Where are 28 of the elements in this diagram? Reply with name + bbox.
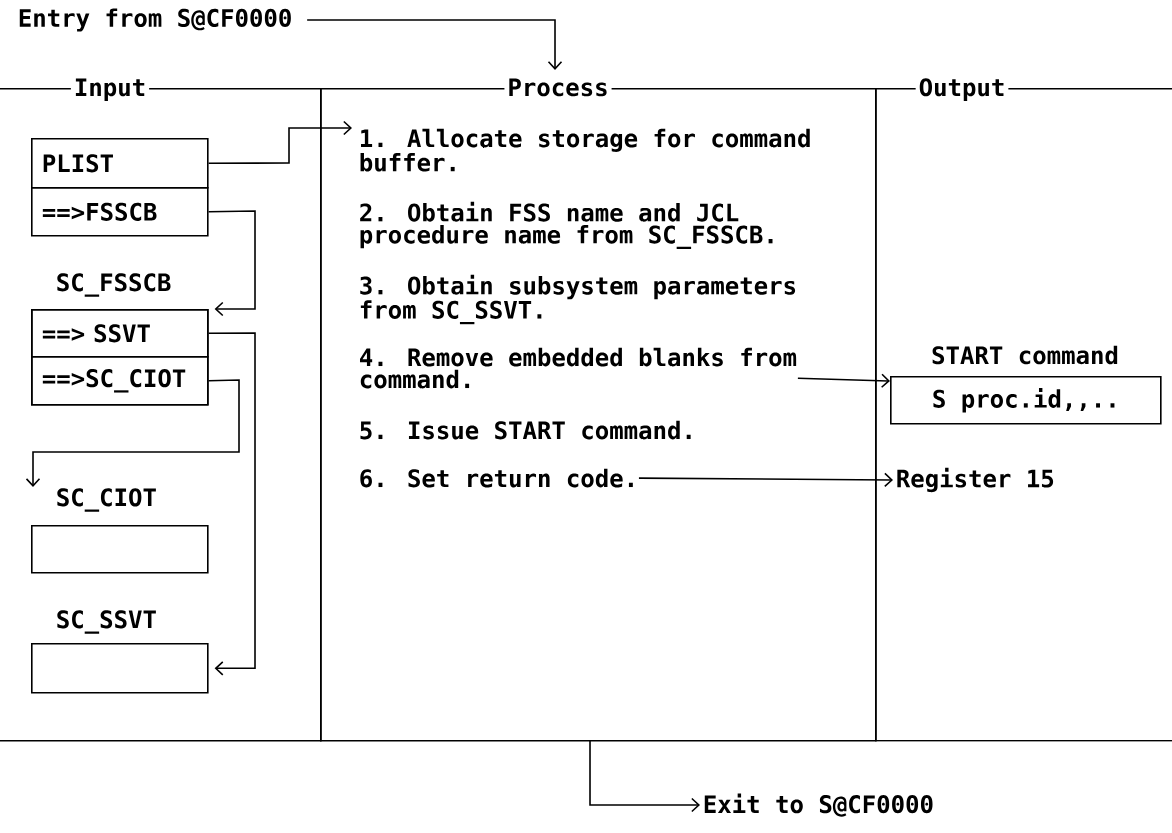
field-cell: ==> SSVT [31,309,209,358]
label-text: Entry from S@CF0000 [19,8,291,32]
field-cell: ==>FSSCB [31,187,209,237]
label-text: Exit to S@CF0000 [704,793,933,817]
arrow [589,739,700,813]
arrow [207,332,256,676]
arrow [306,19,563,70]
arrow [207,120,352,165]
output-box: START command S proc.id,,.. [890,345,1162,425]
node-label: START command [932,345,1118,365]
node-label: SC_SSVT [57,610,156,634]
step-text: 6. Set return code. [360,468,633,488]
step-text: 1. Allocate storage for command buffer. [360,128,810,172]
label-text: Register 15 [897,467,1054,493]
node-label: SC_CIOT [57,488,156,512]
node-label: SC_FSSCB [57,273,171,297]
arrow [638,472,893,488]
step-text: 2. Obtain FSS name and JCL procedure name from SC_FSSCB. [360,201,773,249]
data-area-box: SC_SSVT [31,610,209,694]
step-text: 3. Obtain subsystem parameters from SC_SSVT. [360,274,796,325]
step-text: 5. Issue START command. [360,420,691,440]
data-area-box: SC_CIOT [31,488,209,574]
field-cell: ==>SC_CIOT [31,356,209,406]
step-text: 4. Remove embedded blanks from command. [360,347,797,389]
arrow [207,210,256,317]
arrow [25,379,240,487]
arrow [797,373,890,389]
field-cell: PLIST [31,138,209,189]
